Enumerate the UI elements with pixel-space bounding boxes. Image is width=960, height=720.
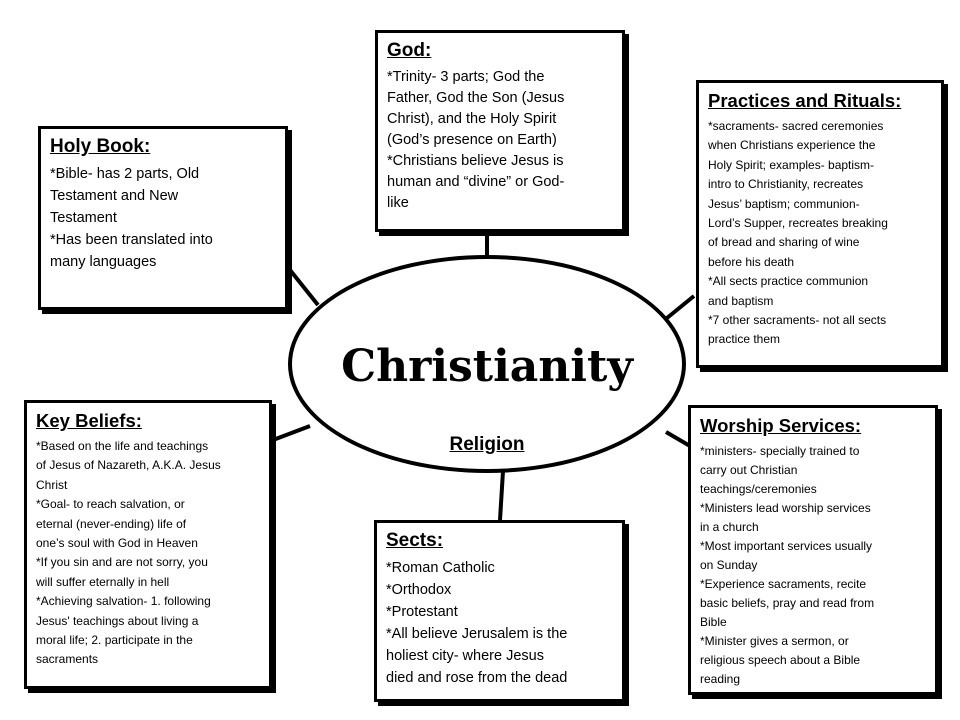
connector-sects <box>498 470 505 521</box>
key-beliefs-box: Key Beliefs: *Based on the life and teac… <box>24 400 272 689</box>
connector-key-beliefs <box>272 424 311 442</box>
worship-services-line: in a church <box>700 520 759 534</box>
key-beliefs-line: of Jesus of Nazareth, A.K.A. Jesus <box>36 458 221 473</box>
practices-line: *7 other sacraments- not all sects <box>708 313 887 328</box>
sects-title: Sects: <box>386 530 444 551</box>
practices-line: Jesus’ baptism; communion- <box>708 196 860 211</box>
sects-line: died and rose from the dead <box>386 670 568 686</box>
holy-book-line: *Bible- has 2 parts, Old <box>50 166 200 182</box>
god-title: God: <box>387 40 432 61</box>
worship-services-line: teachings/ceremonies <box>700 482 817 496</box>
god-line: Father, God the Son (Jesus <box>387 90 565 106</box>
practices-line: practice them <box>708 332 781 347</box>
worship-services-line: *Minister gives a sermon, or <box>700 634 849 648</box>
holy-book-line: Testament and New <box>50 188 179 204</box>
holy-book-title: Holy Book: <box>50 136 151 157</box>
worship-services-line: basic beliefs, pray and read from <box>700 596 875 610</box>
center-title: Christianity <box>341 341 633 392</box>
key-beliefs-line: *Achieving salvation- 1. following <box>36 594 211 609</box>
key-beliefs-line: Jesus' teachings about living a <box>36 613 199 628</box>
connector-worship <box>664 430 692 448</box>
sects-line: *Orthodox <box>386 582 452 598</box>
holy-book-line: Testament <box>50 210 117 226</box>
holy-book-box: Holy Book: *Bible- has 2 parts, Old Test… <box>38 126 288 310</box>
connector-practices <box>665 294 696 320</box>
key-beliefs-line: eternal (never-ending) life of <box>36 516 187 531</box>
practices-line: Holy Spirit; examples- baptism- <box>708 157 875 172</box>
worship-services-title: Worship Services: <box>700 415 862 436</box>
practices-line: Lord’s Supper, recreates breaking <box>708 216 888 231</box>
practices-line: before his death <box>708 254 795 269</box>
key-beliefs-title: Key Beliefs: <box>36 410 142 431</box>
sects-line: holiest city- where Jesus <box>386 648 544 664</box>
connector-holy-book <box>288 268 320 307</box>
holy-book-line: *Has been translated into <box>50 232 213 248</box>
practices-line: intro to Christianity, recreates <box>708 177 864 192</box>
worship-services-line: on Sunday <box>700 558 758 572</box>
god-line: Christ), and the Holy Spirit <box>387 111 557 127</box>
worship-services-line: *Ministers lead worship services <box>700 501 871 515</box>
practices-title: Practices and Rituals: <box>708 90 902 111</box>
key-beliefs-line: Christ <box>36 477 68 492</box>
key-beliefs-line: sacraments <box>36 652 99 667</box>
worship-services-line: *Experience sacraments, recite <box>700 577 867 591</box>
key-beliefs-line: *Based on the life and teachings <box>36 439 209 453</box>
practices-line: of bread and sharing of wine <box>708 235 860 250</box>
center-oval: Christianity Religion <box>288 255 686 473</box>
sects-line: *Roman Catholic <box>386 560 495 576</box>
practices-line: and baptism <box>708 293 774 308</box>
center-subtitle: Religion <box>449 434 525 455</box>
worship-services-line: religious speech about a Bible <box>700 653 861 667</box>
god-box: God: *Trinity- 3 parts; God the Father, … <box>375 30 625 232</box>
key-beliefs-line: one’s soul with God in Heaven <box>36 536 198 551</box>
god-line: *Trinity- 3 parts; God the <box>387 69 545 85</box>
god-line: (God’s presence on Earth) <box>387 132 557 148</box>
god-line: *Christians believe Jesus is <box>387 153 564 169</box>
key-beliefs-line: *Goal- to reach salvation, or <box>36 497 185 512</box>
worship-services-line: reading <box>700 672 741 686</box>
god-line: human and “divine” or God- <box>387 174 565 190</box>
god-line: like <box>387 195 409 211</box>
practices-box: Practices and Rituals: *sacraments- sacr… <box>696 80 944 368</box>
key-beliefs-line: *If you sin and are not sorry, you <box>36 555 208 570</box>
sects-line: *All believe Jerusalem is the <box>386 626 568 642</box>
key-beliefs-line: moral life; 2. participate in the <box>36 633 193 648</box>
key-beliefs-line: will suffer eternally in hell <box>36 574 170 589</box>
sects-box: Sects: *Roman Catholic *Orthodox *Protes… <box>374 520 625 702</box>
practices-line: *sacraments- sacred ceremonies <box>708 119 884 133</box>
worship-services-line: *ministers- specially trained to <box>700 444 860 458</box>
practices-line: *All sects practice communion <box>708 274 869 289</box>
sects-line: *Protestant <box>386 604 458 620</box>
worship-services-box: Worship Services: *ministers- specially … <box>688 405 938 695</box>
worship-services-line: *Most important services usually <box>700 539 873 553</box>
worship-services-line: carry out Christian <box>700 463 798 477</box>
holy-book-line: many languages <box>50 254 157 270</box>
practices-line: when Christians experience the <box>708 138 876 153</box>
worship-services-line: Bible <box>700 615 727 629</box>
